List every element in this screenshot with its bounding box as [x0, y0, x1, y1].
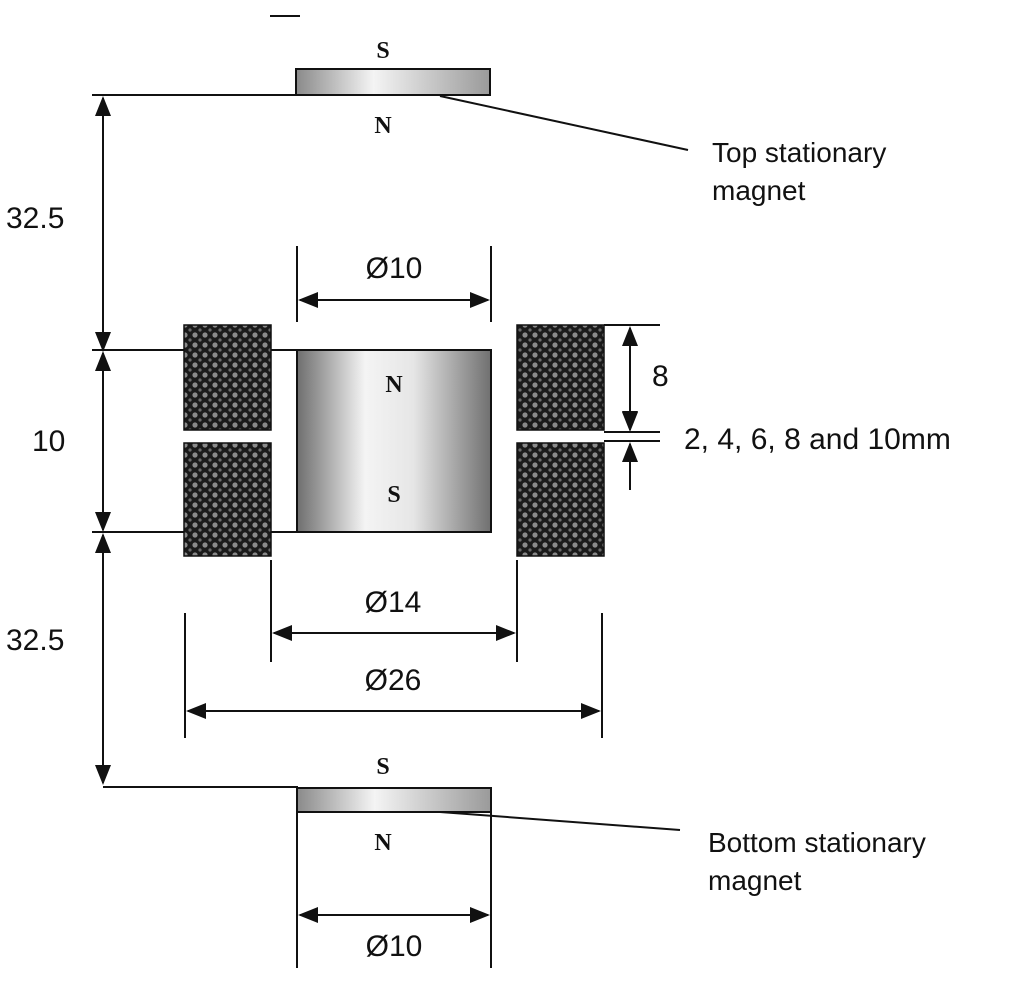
top-magnet-leader-line: [439, 95, 689, 151]
bottom-magnet-leader-line: [439, 811, 681, 831]
top-magnet-label: Top stationary magnet: [712, 137, 894, 206]
coil-height-label: 8: [652, 360, 669, 393]
coil-gap-label: 2, 4, 6, 8 and 10mm: [684, 423, 951, 456]
coil-inner-diameter-label: Ø14: [365, 586, 422, 619]
top-magnet-pole-bottom: N: [374, 113, 392, 139]
bottom-stationary-magnet: S N: [296, 754, 492, 856]
center-magnet-pole-top: N: [385, 372, 403, 398]
center-diameter-label: Ø10: [366, 252, 423, 285]
center-height-dimension-label: 10: [32, 425, 65, 458]
center-magnet: N S: [296, 349, 492, 533]
center-magnet-pole-bottom: S: [387, 482, 400, 508]
top-stationary-magnet: S N: [295, 38, 491, 139]
bottom-magnet-disk: [296, 787, 492, 813]
coil-right-bottom: [516, 442, 605, 557]
center-magnet-cylinder: [296, 349, 492, 533]
bottom-magnet-label: Bottom stationary magnet: [708, 827, 934, 896]
coil-left-bottom: [183, 442, 272, 557]
coil-left-top: [183, 324, 272, 431]
bottom-magnet-pole-top: S: [376, 754, 389, 780]
coil-outer-diameter-label: Ø26: [365, 664, 422, 697]
bottom-magnet-pole-bottom: N: [374, 830, 392, 856]
top-magnet-pole-top: S: [376, 38, 389, 64]
bottom-gap-dimension-label: 32.5: [6, 624, 64, 657]
top-magnet-disk: [295, 68, 491, 96]
coil-right-top: [516, 324, 605, 431]
top-gap-dimension-label: 32.5: [6, 202, 64, 235]
bottom-diameter-label: Ø10: [366, 930, 423, 963]
